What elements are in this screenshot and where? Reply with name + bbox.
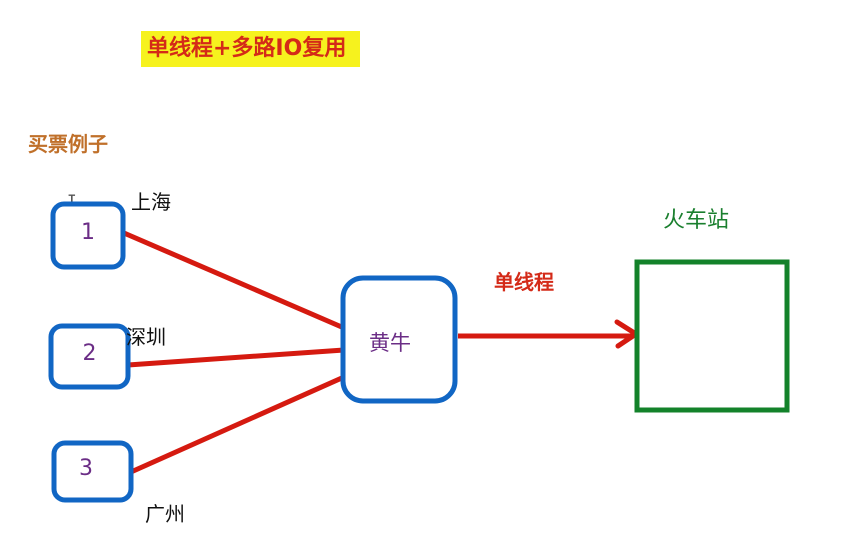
client-box-1 xyxy=(50,201,126,270)
broker-box xyxy=(340,275,458,404)
diagram-title: 单线程+多路IO复用 xyxy=(147,36,347,61)
text-cursor-icon: I xyxy=(67,191,77,210)
client-box-2 xyxy=(48,323,131,390)
link-client-2 xyxy=(127,347,345,368)
link-client-1 xyxy=(123,230,345,331)
client-id-2: 2 xyxy=(82,341,97,366)
edge-label: 单线程 xyxy=(494,270,554,294)
client-id-3: 3 xyxy=(79,456,93,481)
station-label: 火车站 xyxy=(663,208,730,233)
client-box-3 xyxy=(51,440,134,503)
example-subtitle: 买票例子 xyxy=(28,132,108,156)
client-id-1: 1 xyxy=(81,220,95,245)
city-label-1: 上海 xyxy=(131,190,171,214)
link-client-3 xyxy=(129,374,346,475)
city-label-3: 广州 xyxy=(145,502,185,526)
station-box xyxy=(634,259,790,413)
broker-label: 黄牛 xyxy=(369,331,411,355)
title-highlight xyxy=(141,31,360,67)
city-label-2: 深圳 xyxy=(126,325,166,349)
